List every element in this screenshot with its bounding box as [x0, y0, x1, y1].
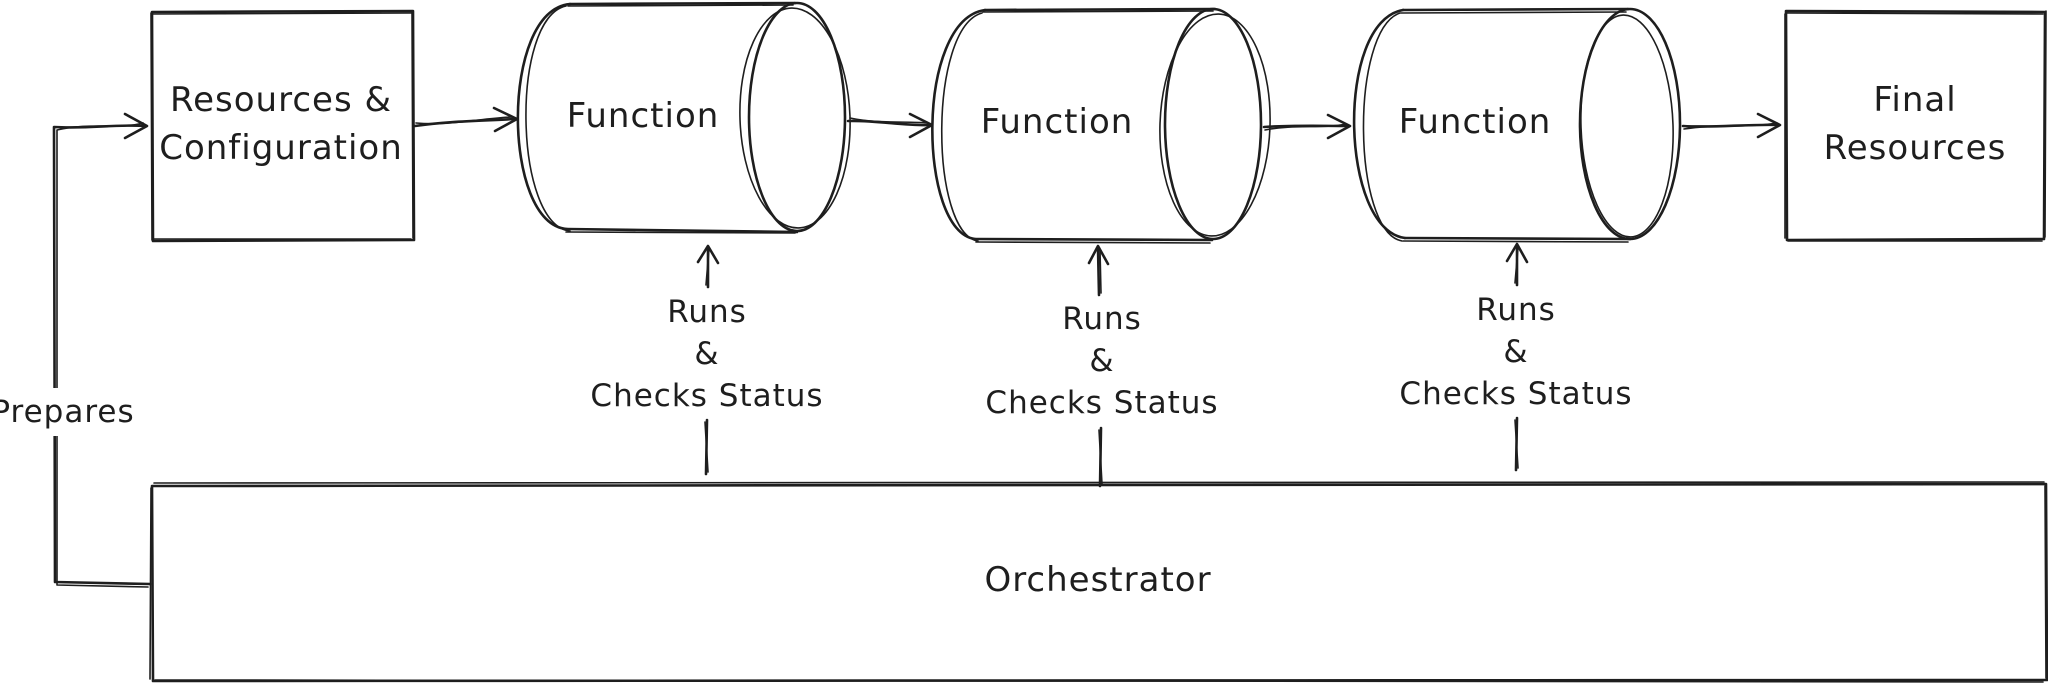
- runs-1-line-2: &: [694, 336, 719, 372]
- runs-3-line-3: Checks Status: [1399, 376, 1632, 412]
- arrow-function-2-to-function-3: [1262, 113, 1352, 140]
- orchestrator-box[interactable]: Orchestrator: [149, 481, 2048, 683]
- arrow-function-3-to-final-resources: [1681, 112, 1782, 139]
- runs-checks-status-connector-1: Runs & Checks Status: [590, 244, 823, 476]
- runs-checks-status-connector-2: Runs & Checks Status: [985, 244, 1218, 488]
- resources-configuration-box[interactable]: Resources & Configuration: [150, 9, 416, 243]
- runs-2-line-2: &: [1089, 343, 1114, 379]
- function-node-2[interactable]: Function: [931, 7, 1274, 244]
- arrow-resources-to-function-1: [413, 106, 519, 133]
- resources-configuration-line-2: Configuration: [159, 128, 403, 168]
- final-resources-line-1: Final: [1873, 80, 1956, 120]
- runs-1-line-3: Checks Status: [590, 378, 823, 414]
- runs-2-line-3: Checks Status: [985, 385, 1218, 421]
- final-resources-box[interactable]: Final Resources: [1784, 9, 2047, 242]
- runs-1-line-1: Runs: [667, 294, 747, 330]
- runs-2-line-1: Runs: [1062, 301, 1142, 337]
- runs-3-line-1: Runs: [1476, 292, 1556, 328]
- runs-checks-status-connector-3: Runs & Checks Status: [1399, 242, 1632, 472]
- arrow-function-1-to-function-2: [846, 112, 934, 139]
- prepares-label: Prepares: [0, 394, 135, 430]
- function-1-label: Function: [567, 96, 720, 136]
- runs-3-line-2: &: [1503, 334, 1528, 370]
- final-resources-line-2: Resources: [1824, 128, 2007, 168]
- resources-configuration-line-1: Resources &: [170, 80, 392, 120]
- orchestrator-label: Orchestrator: [984, 560, 1211, 600]
- function-node-3[interactable]: Function: [1352, 7, 1682, 243]
- prepares-connector: Prepares: [0, 112, 152, 588]
- function-node-1[interactable]: Function: [516, 1, 854, 234]
- function-2-label: Function: [981, 102, 1134, 142]
- function-3-label: Function: [1399, 102, 1552, 142]
